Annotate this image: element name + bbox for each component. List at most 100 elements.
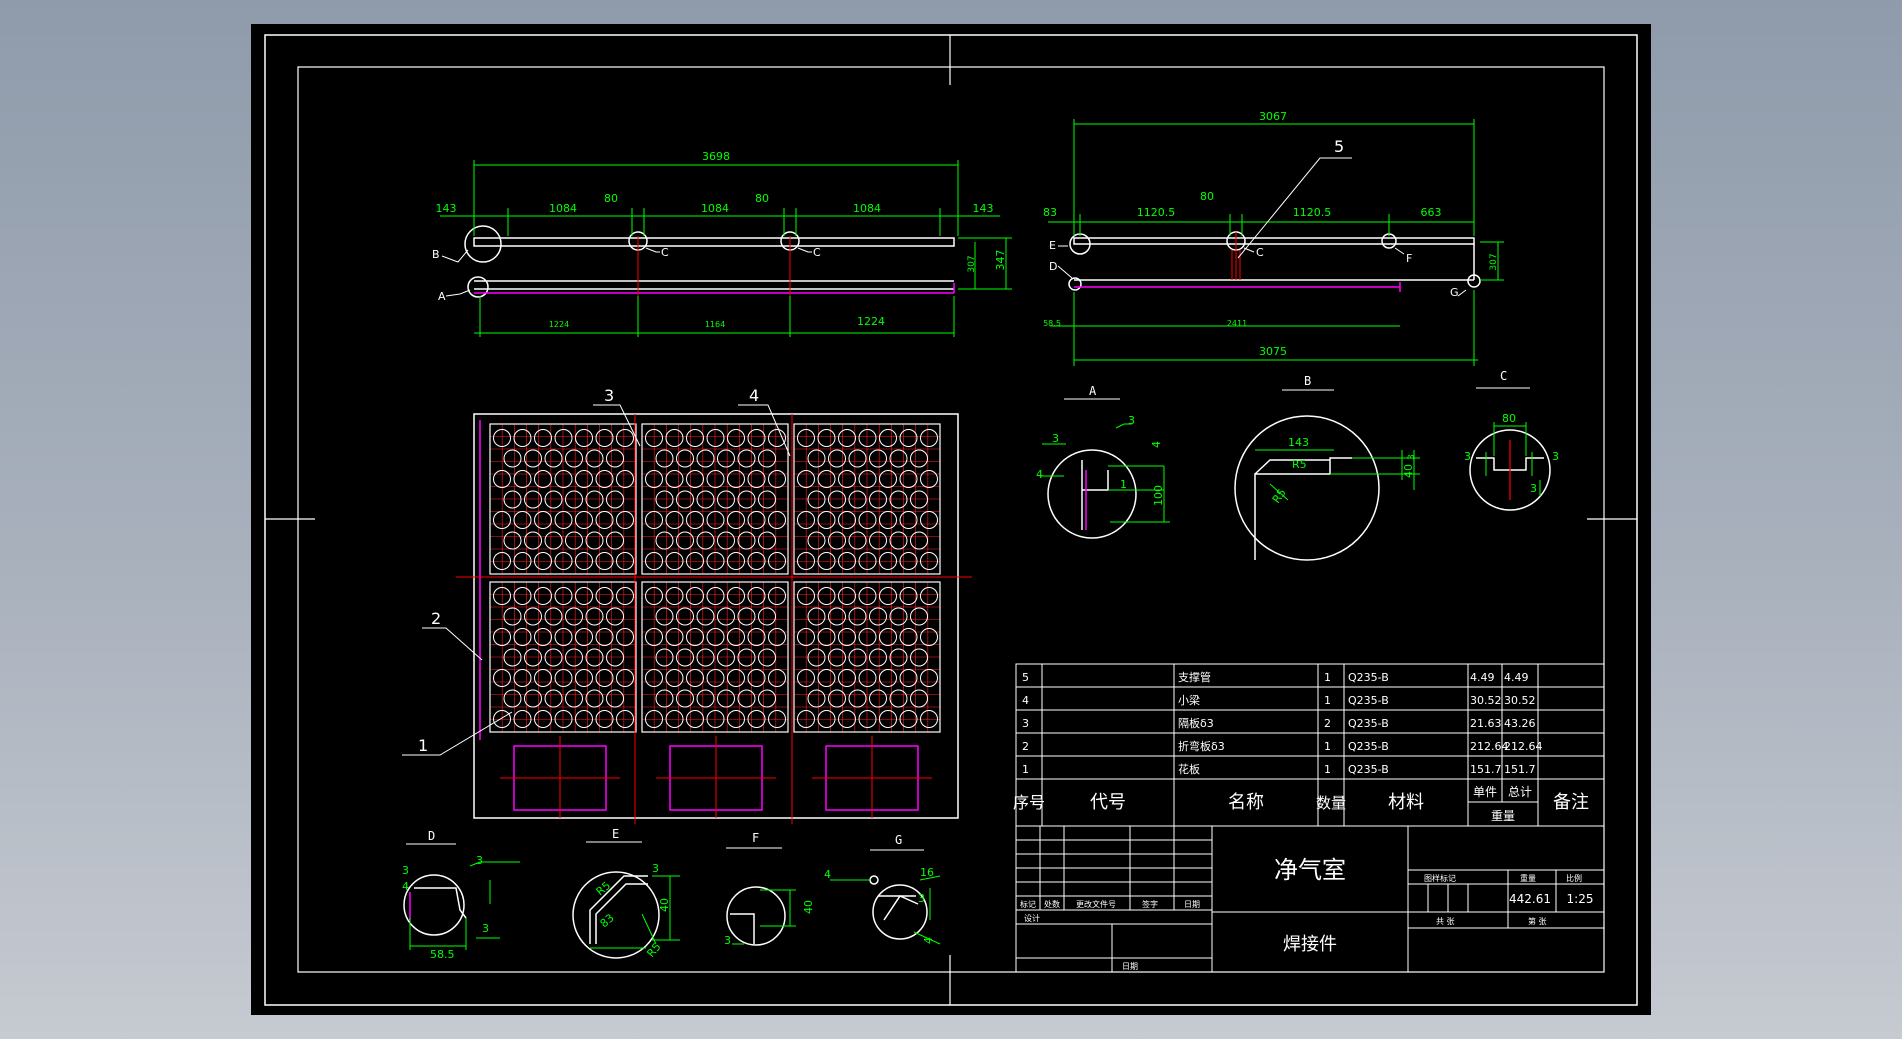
detail-d-dim-3: 4 [402,880,409,893]
plan-panel [489,423,637,575]
filter-hole [737,648,756,667]
filter-hole [817,628,836,646]
filter-hole [727,710,745,728]
filter-hole [606,607,624,626]
sheet-background [251,24,1651,1015]
filter-hole [524,531,542,550]
filter-hole [828,490,846,509]
filter-hole [585,607,604,626]
filter-hole [869,689,887,708]
filter-hole [696,490,715,509]
filter-hole [758,689,776,708]
dim-right-2: 347 [994,250,1007,271]
bom-cell-total: 43.26 [1504,717,1536,730]
filter-hole [696,689,715,708]
filter-hole [676,531,694,550]
filter-hole [889,689,908,708]
filter-hole [910,648,928,667]
side-label-g: G [1450,286,1459,299]
label-c-1: C [661,246,669,259]
filter-hole [585,531,604,550]
filter-hole [797,511,815,529]
filter-hole [655,490,674,509]
filter-hole [828,607,846,626]
total-weight: 442.61 [1509,892,1551,906]
detail-d-dim-5: 3 [482,922,489,935]
filter-hole [503,689,522,708]
filter-hole [768,429,786,447]
filter-hole [686,552,704,570]
filter-hole [817,710,836,728]
detail-d-dim-4: 58.5 [430,948,455,961]
filter-hole [869,531,887,550]
bom-cell-unit: 21.63 [1470,717,1502,730]
filter-hole [665,628,684,646]
filter-hole [493,429,511,447]
filter-hole [696,449,715,468]
filter-hole [665,710,684,728]
bom-header-note: 备注 [1553,792,1589,813]
filter-hole [768,710,786,728]
filter-hole [879,470,897,488]
filter-hole [503,648,522,667]
front-view: 3698 143 1084 80 1084 80 1084 143 1224 1… [432,150,1012,337]
drawing-title: 净气室 [1274,856,1346,884]
filter-hole [645,429,663,447]
plan-panel [489,581,637,733]
detail-d-title: D [428,829,435,843]
filter-hole [797,552,815,570]
dim-part-1: 143 [436,202,457,215]
filter-hole [575,669,593,687]
filter-hole [817,429,836,447]
filter-hole [807,648,826,667]
bom-cell-unit: 30.52 [1470,694,1502,707]
filter-hole [655,689,674,708]
detail-e-title: E [612,827,619,841]
filter-hole [910,449,928,468]
filter-hole [858,587,877,605]
filter-hole [869,490,887,509]
plan-panel [641,423,789,575]
filter-hole [595,587,614,605]
side-label-c: C [1256,246,1264,259]
filter-hole [889,490,908,509]
filter-hole [797,470,815,488]
filter-hole [758,607,776,626]
side-dim-bottom-2: 2411 [1227,319,1247,328]
filter-hole [828,689,846,708]
plan-callout-4: 4 [749,386,759,405]
dim-part-6: 1084 [853,202,881,215]
dim-right-1: 307 [967,255,977,272]
filter-hole [503,531,522,550]
side-dim-4: 1120.5 [1293,206,1332,219]
filter-hole [797,429,815,447]
side-view: 3067 83 1120.5 80 1120.5 663 58.5 2411 3… [1043,110,1504,366]
side-dim-5: 663 [1421,206,1442,219]
filter-hole [747,669,766,687]
bom-header-material: 材料 [1388,792,1424,813]
filter-hole [797,628,815,646]
filter-hole [899,511,918,529]
detail-a-dim-2: 3 [1052,432,1059,445]
side-dim-overall: 3067 [1259,110,1287,123]
filter-hole [595,628,614,646]
drawing-subtitle: 焊接件 [1283,934,1337,955]
detail-view-g: G 4 16 3 4 [824,833,941,945]
detail-a-dim-6: 1 [1120,478,1127,491]
filter-hole [645,587,663,605]
filter-hole [493,552,511,570]
filter-hole [544,449,563,468]
bom-header-name: 名称 [1228,792,1264,813]
detail-g-dim-1: 4 [824,868,831,881]
filter-hole [879,552,897,570]
dim-part-5: 80 [755,192,769,205]
sheets-total: 共 张 [1436,917,1455,926]
bom-cell-qty: 1 [1324,740,1331,753]
filter-hole [706,669,725,687]
filter-hole [554,669,573,687]
design-label: 设计 [1024,913,1040,923]
filter-hole [899,552,918,570]
